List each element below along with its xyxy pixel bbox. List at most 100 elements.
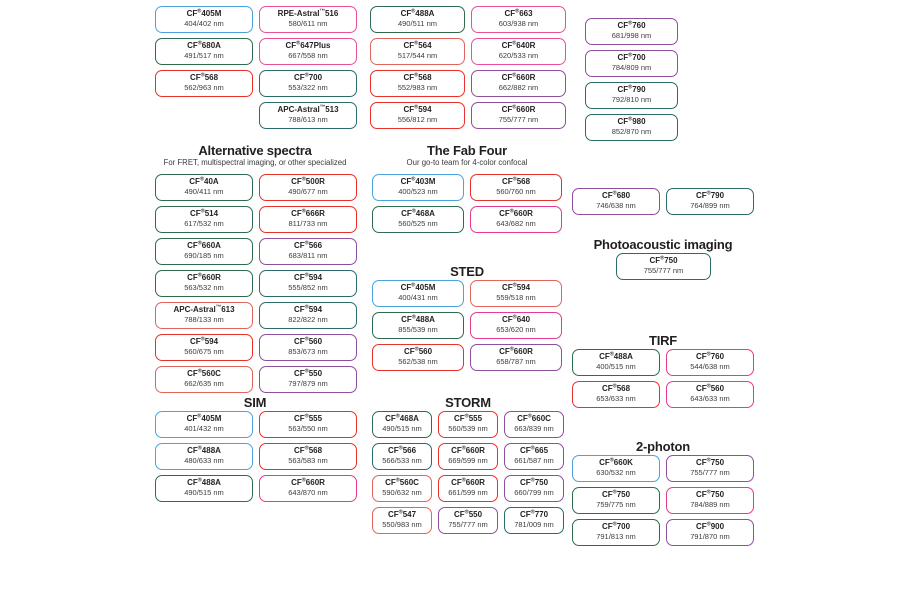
dye-spectra: 555/852 nm	[288, 282, 328, 292]
dye-name: CF®594	[293, 272, 323, 283]
dye-spectra: 788/133 nm	[184, 314, 224, 324]
trademark-mark: ®	[612, 383, 617, 390]
trademark-mark: ®	[512, 40, 517, 47]
dye-spectra: 784/889 nm	[690, 499, 730, 509]
dye-name: CF®700	[293, 72, 323, 83]
dye-name: CF®468A	[401, 208, 435, 219]
dye-name: CF®500R	[291, 176, 325, 187]
dye-name: CF®660A	[187, 240, 221, 251]
trademark-mark: ™	[319, 104, 326, 111]
dye-spectra: 746/638 nm	[596, 200, 636, 210]
dye-spectra: 661/587 nm	[514, 455, 554, 465]
trademark-mark: ®	[512, 282, 517, 289]
trademark-mark: ™	[215, 304, 222, 311]
dye-name: CF®555	[293, 413, 323, 424]
dye-name: CF®550	[293, 368, 323, 379]
dye-name: CF®514	[189, 208, 219, 219]
dye-name: CF®555	[453, 413, 483, 424]
dye-spectra: 401/432 nm	[184, 423, 224, 433]
trademark-mark: ®	[304, 304, 309, 311]
trademark-mark: ®	[301, 176, 306, 183]
dye-name: CF®568	[189, 72, 219, 83]
